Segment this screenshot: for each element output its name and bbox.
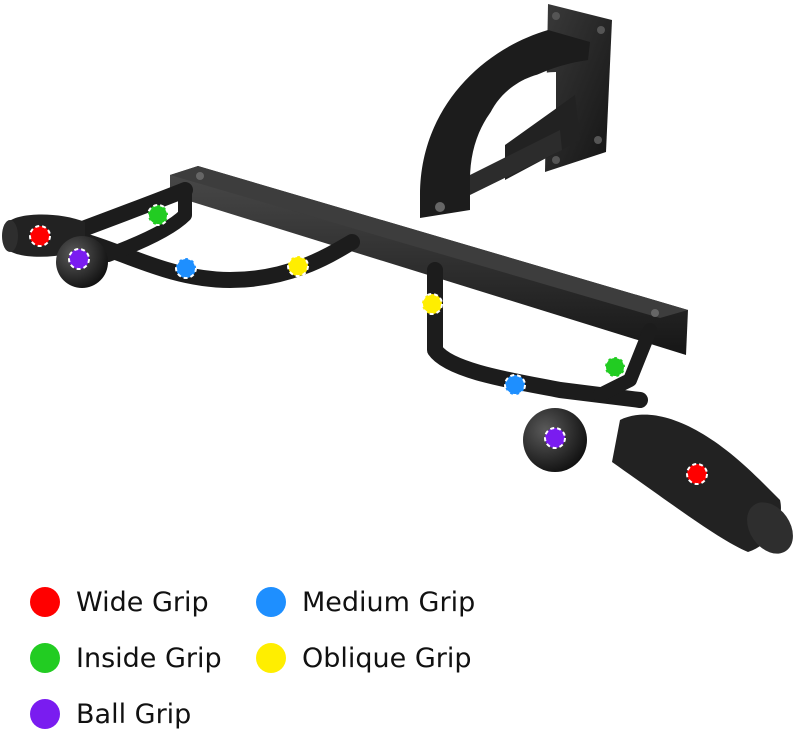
right-handle-frame — [427, 262, 657, 408]
mount-bracket — [420, 30, 590, 218]
purple-dot-icon — [30, 699, 60, 729]
red-dot-icon — [30, 587, 60, 617]
green-dot-icon — [30, 643, 60, 673]
medium-grip-marker — [504, 374, 526, 396]
legend-label: Inside Grip — [76, 642, 222, 674]
grip-markers — [29, 204, 708, 485]
legend-label: Ball Grip — [76, 698, 192, 730]
legend-item-oblique-grip: Oblique Grip — [256, 641, 472, 675]
wide-grip-marker — [29, 225, 51, 247]
main-crossbar — [170, 166, 688, 355]
left-handle-frame — [72, 182, 360, 288]
legend-item-ball-grip: Ball Grip — [30, 697, 191, 731]
legend-label: Oblique Grip — [302, 642, 472, 674]
legend-item-wide-grip: Wide Grip — [30, 585, 209, 619]
legend-item-inside-grip: Inside Grip — [30, 641, 222, 675]
legend-label: Wide Grip — [76, 586, 209, 618]
legend-label: Medium Grip — [302, 586, 476, 618]
inside-grip-marker — [604, 356, 626, 378]
oblique-grip-marker — [287, 255, 309, 277]
oblique-grip-marker — [421, 293, 443, 315]
legend-item-medium-grip: Medium Grip — [256, 585, 475, 619]
medium-grip-marker — [175, 257, 197, 279]
pull-up-bar-illustration — [2, 4, 793, 554]
yellow-dot-icon — [256, 643, 286, 673]
right-foam-grip — [612, 414, 793, 554]
wide-grip-marker — [686, 463, 708, 485]
blue-dot-icon — [256, 587, 286, 617]
ball-grip-marker — [544, 427, 566, 449]
ball-grip-marker — [68, 248, 90, 270]
inside-grip-marker — [147, 204, 169, 226]
